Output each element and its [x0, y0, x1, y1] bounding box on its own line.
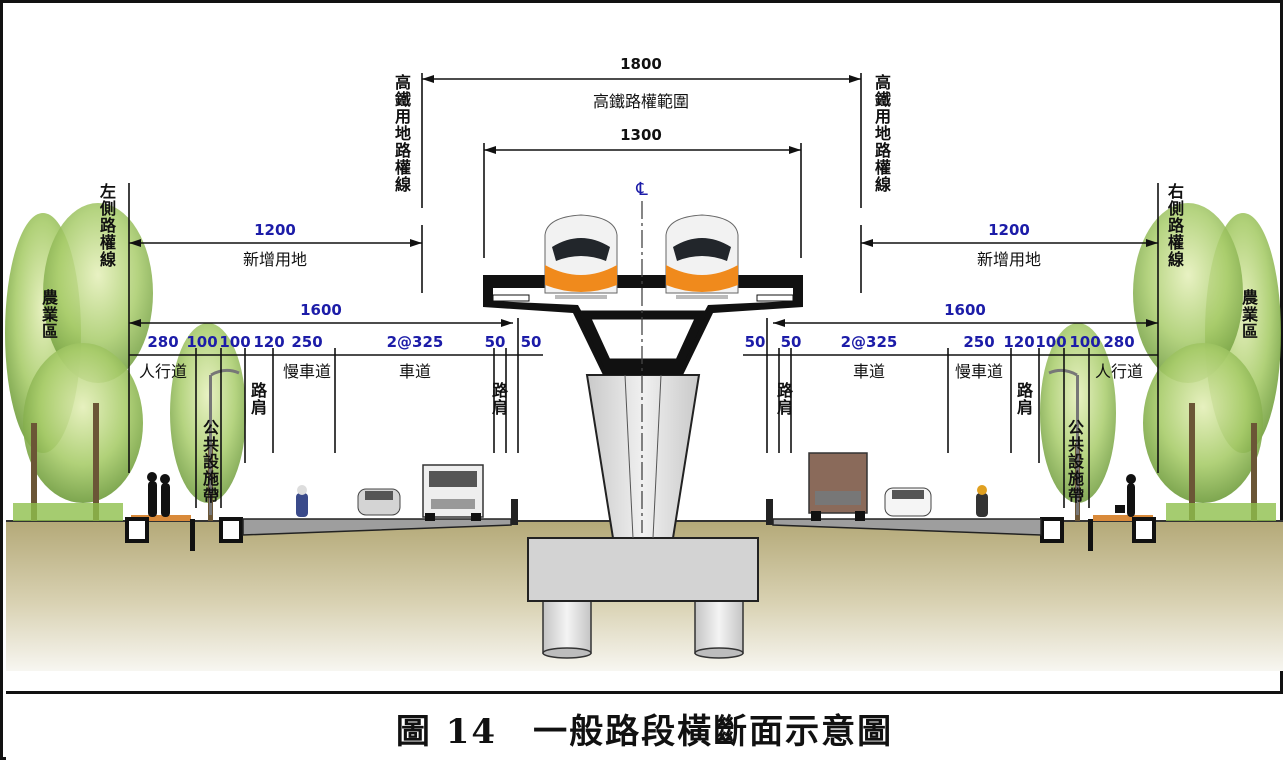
right-dim-shoulder: 120	[1003, 333, 1034, 351]
left-inner-shoulder-label: 路肩	[492, 381, 509, 417]
left-lanes-label: 車道	[399, 362, 431, 381]
left-road-width: 1600	[300, 301, 342, 319]
left-land-row-line-label: 高鐵用地路權線	[395, 73, 412, 194]
right-inner-shoulder-label: 路肩	[777, 381, 794, 417]
left-sidewalk-label: 人行道	[139, 362, 187, 381]
pier-foundation	[527, 537, 759, 659]
right-row-line-label: 右側路權線	[1167, 182, 1185, 269]
left-dim-slow-lane: 250	[291, 333, 322, 351]
left-dim-strip-1: 100	[186, 333, 217, 351]
left-dim-sidewalk: 280	[147, 333, 178, 351]
right-slow-lane-label: 慢車道	[955, 362, 1003, 381]
right-dim-strip-1: 100	[1035, 333, 1066, 351]
left-dim-shoulder: 120	[253, 333, 284, 351]
left-row-line-label: 左側路權線	[99, 182, 117, 269]
pier-column	[585, 374, 701, 539]
right-land-row-line-label: 高鐵用地路權線	[875, 73, 892, 194]
right-lanes-label: 車道	[853, 362, 885, 381]
right-dim-sidewalk: 280	[1103, 333, 1134, 351]
figure-caption: 圖 14 一般路段橫斷面示意圖	[395, 712, 894, 752]
right-dim-inner-1: 50	[745, 333, 766, 351]
right-dim-slow-lane: 250	[963, 333, 994, 351]
train-right	[665, 214, 739, 299]
left-dim-lanes: 2@325	[387, 333, 444, 351]
street-lamps	[209, 368, 1079, 515]
left-utility-strip-label: 公共設施帶	[203, 418, 220, 505]
train-left	[544, 214, 618, 299]
right-dim-lanes: 2@325	[841, 333, 898, 351]
right-road-width: 1600	[944, 301, 986, 319]
right-new-land-label: 新增用地	[977, 250, 1041, 269]
pedestrians	[147, 472, 1136, 517]
deck-width-value: 1300	[620, 126, 662, 144]
left-new-land-label: 新增用地	[243, 250, 307, 269]
right-utility-strip-label: 公共設施帶	[1068, 418, 1085, 505]
right-new-land-width: 1200	[988, 221, 1030, 239]
dimension-arrows	[129, 75, 1158, 327]
left-dim-inner-1: 50	[485, 333, 506, 351]
right-shoulder-label: 路肩	[1017, 381, 1034, 417]
trees-right	[1040, 203, 1281, 521]
right-zone-label: 農業區	[1241, 288, 1259, 341]
right-sidewalk-label: 人行道	[1095, 362, 1143, 381]
total-width-label: 高鐵路權範圍	[593, 92, 689, 111]
left-slow-lane-label: 慢車道	[283, 362, 331, 381]
left-dim-strip-2: 100	[219, 333, 250, 351]
right-dim-strip-2: 100	[1069, 333, 1100, 351]
left-dim-inner-2: 50	[521, 333, 542, 351]
right-dim-inner-2: 50	[781, 333, 802, 351]
left-new-land-width: 1200	[254, 221, 296, 239]
roadside-structures	[125, 499, 1156, 551]
caption-bar: 圖 14 一般路段橫斷面示意圖	[6, 691, 1283, 763]
centerline-symbol: ℄	[635, 179, 648, 200]
cross-section-diagram: ℄	[5, 55, 1283, 671]
left-shoulder-label: 路肩	[251, 381, 268, 417]
dimension-lines	[128, 73, 1159, 508]
trees-left	[5, 203, 246, 521]
total-width-value: 1800	[620, 55, 662, 73]
viaduct-deck	[483, 275, 803, 375]
vehicles	[296, 452, 988, 521]
left-zone-label: 農業區	[41, 288, 59, 341]
